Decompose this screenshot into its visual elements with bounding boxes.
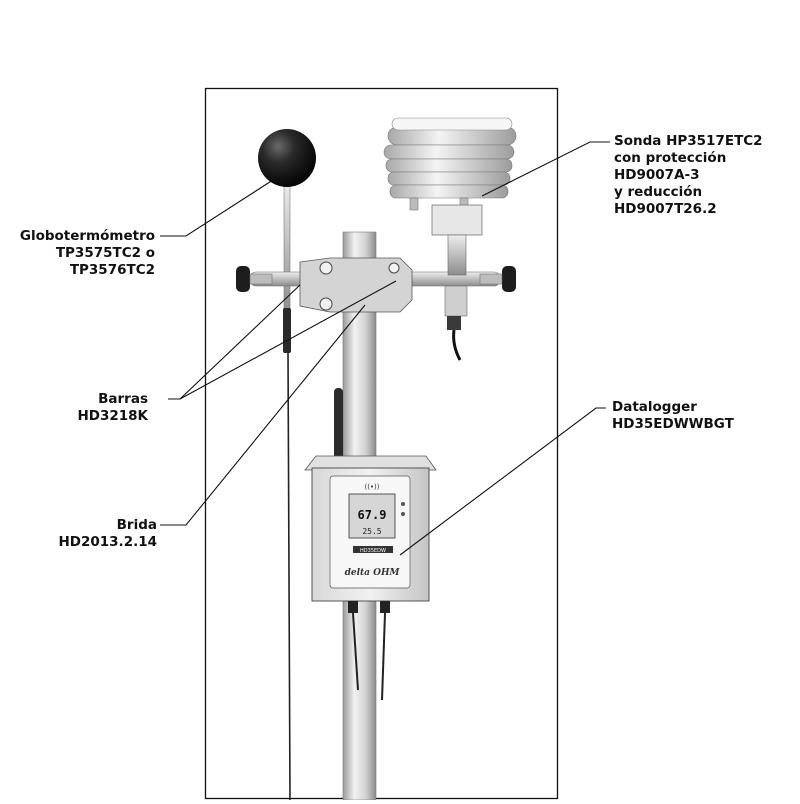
bars-label-line-1: Barras bbox=[98, 391, 148, 407]
datalogger-label: Datalogger HD35EDWWBGT bbox=[612, 399, 734, 433]
datalogger-label-line-1: Datalogger bbox=[612, 399, 697, 415]
globe-label-line-2: TP3575TC2 o bbox=[55, 245, 155, 261]
lcd-reading-1: 67.9 bbox=[358, 508, 387, 522]
globe-label-line-3: TP3576TC2 bbox=[69, 262, 155, 278]
probe-label-line-1: Sonda HP3517ETC2 bbox=[614, 133, 763, 149]
flange-label-line-2: HD2013.2.14 bbox=[58, 534, 157, 550]
status-led-2 bbox=[401, 512, 405, 516]
radiation-shield bbox=[383, 117, 517, 211]
lcd-screen bbox=[348, 493, 396, 539]
lcd-reading-2: 25.5 bbox=[362, 527, 381, 536]
probe-label-line-4: y reducción bbox=[614, 184, 703, 200]
black-globe bbox=[258, 129, 316, 187]
globe-cable bbox=[287, 351, 291, 801]
brand-logo: delta OHM bbox=[345, 568, 401, 578]
bars-leader bbox=[168, 284, 301, 400]
probe-label-line-5: HD9007T26.2 bbox=[614, 201, 717, 217]
humidity-probe bbox=[431, 204, 483, 361]
globe-label-line-1: Globotermómetro bbox=[19, 228, 155, 244]
wireless-icon: ((•)) bbox=[364, 483, 379, 491]
flange-leader bbox=[160, 304, 366, 526]
probe-leader bbox=[481, 141, 610, 197]
clamp-screw-top bbox=[319, 261, 333, 275]
left-knob bbox=[236, 266, 250, 292]
probe-label: Sonda HP3517ETC2 con protección HD9007A-… bbox=[614, 133, 763, 218]
datalogger-label-line-2: HD35EDWWBGT bbox=[612, 416, 734, 432]
bars-leader-2 bbox=[179, 280, 397, 400]
photo-frame bbox=[204, 87, 559, 800]
globe-cable-gland bbox=[283, 308, 291, 353]
datalogger-leader bbox=[399, 407, 606, 556]
globe-thermometer-label: Globotermómetro TP3575TC2 o TP3576TC2 bbox=[20, 228, 155, 279]
bars-label-line-2: HD3218K bbox=[77, 408, 148, 424]
probe-label-line-3: HD9007A-3 bbox=[614, 167, 700, 183]
model-plate: HD35EDW bbox=[360, 548, 386, 554]
flange-label-line-1: Brida bbox=[116, 517, 157, 533]
clamp-screw-bottom bbox=[319, 297, 333, 311]
leader-lines bbox=[160, 141, 610, 556]
flange-label: Brida HD2013.2.14 bbox=[58, 517, 157, 551]
datalogger-enclosure: 67.9 25.5 ((•)) HD35EDW delta OHM bbox=[304, 455, 437, 701]
probe-label-line-2: con protección bbox=[614, 150, 727, 166]
status-led-1 bbox=[401, 502, 405, 506]
antenna bbox=[334, 388, 343, 460]
globe-leader bbox=[160, 177, 277, 237]
bars-label: Barras HD3218K bbox=[77, 391, 148, 425]
right-knob bbox=[502, 266, 516, 292]
